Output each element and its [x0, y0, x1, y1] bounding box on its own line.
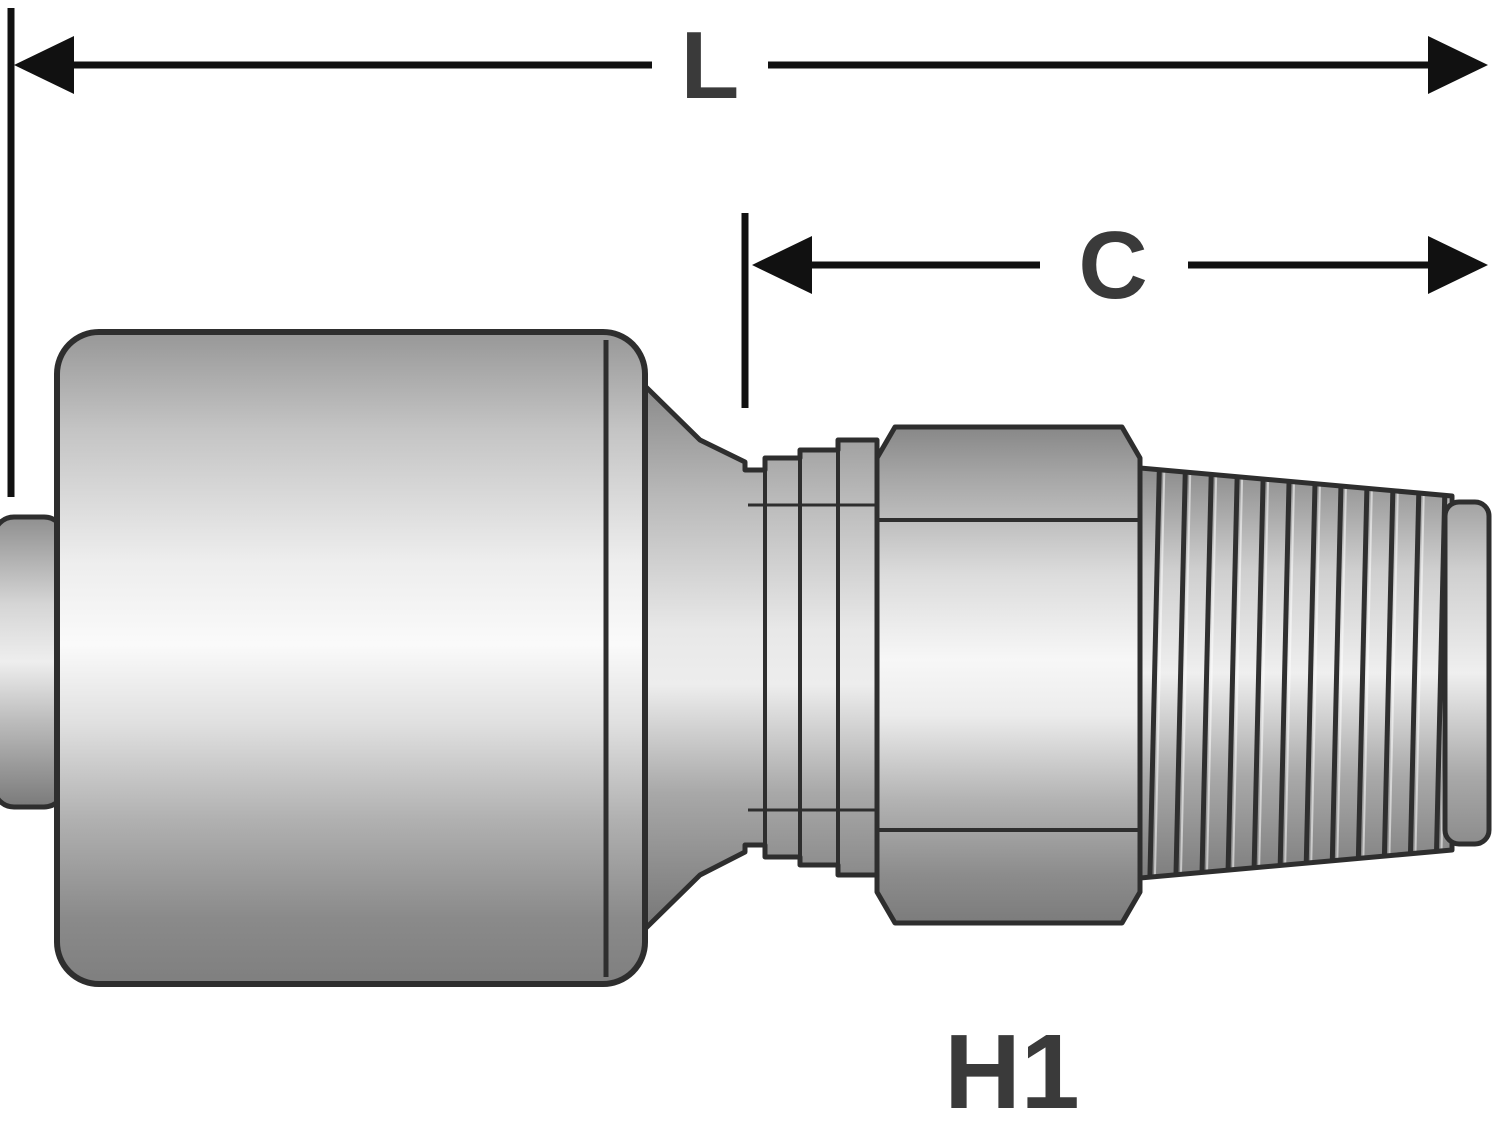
dimension-L-label: L: [681, 12, 740, 119]
dimension-C-arrow-right: [1428, 236, 1488, 294]
dimension-L-arrow-left: [14, 36, 74, 94]
ferrule: [54, 329, 648, 987]
ferrule-body: [54, 329, 648, 987]
dimension-C-label: C: [1078, 212, 1147, 319]
collar-body: [642, 383, 880, 932]
fitting-body: [0, 329, 1492, 987]
hex-nut-body: [874, 424, 1143, 926]
dimension-L: L: [7, 8, 1488, 497]
part-code-label: H1: [944, 1013, 1080, 1131]
thread-ridges: [1140, 468, 1452, 878]
dimension-C: C: [741, 212, 1488, 408]
collar: [642, 383, 880, 932]
dimension-C-arrow-left: [752, 236, 812, 294]
threaded-end: [1137, 465, 1492, 881]
hex-nut: [874, 424, 1143, 926]
thread-tip: [1442, 499, 1492, 847]
dimension-L-arrow-right: [1428, 36, 1488, 94]
